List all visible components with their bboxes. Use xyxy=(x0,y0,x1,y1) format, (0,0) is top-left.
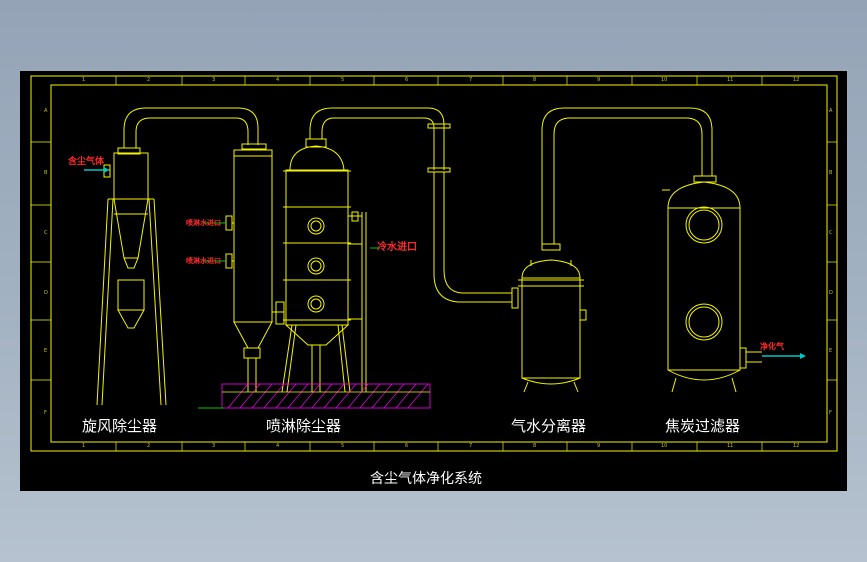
frame-tick-bottom-10: 10 xyxy=(661,443,668,449)
frame-tick-4: 4 xyxy=(276,77,280,83)
frame-tick-bottom-5: 5 xyxy=(341,443,345,449)
pipe-cyclone-to-scrubber xyxy=(123,107,259,148)
frame-letter-b: B xyxy=(44,170,48,176)
label-separator: 气水分离器 xyxy=(511,417,587,435)
frame-tick-7: 7 xyxy=(469,77,473,83)
frame-tick-bottom-7: 7 xyxy=(469,443,473,449)
outlet-arrow xyxy=(762,353,806,359)
frame-tick-9: 9 xyxy=(597,77,601,83)
pipe-scrubber-to-separator xyxy=(309,107,445,170)
frame-letter-c: C xyxy=(44,230,48,236)
frame-tick-2: 2 xyxy=(147,77,151,83)
frame-tick-3: 3 xyxy=(212,77,216,83)
water-inlet-label: 冷水进口 xyxy=(377,242,417,253)
frame-letter-d: D xyxy=(44,290,48,296)
frame-tick-bottom-1: 1 xyxy=(82,443,86,449)
frame-letter-d-right: D xyxy=(829,290,833,296)
frame-tick-1: 1 xyxy=(82,77,86,83)
frame-tick-5: 5 xyxy=(341,77,345,83)
frame-tick-11: 11 xyxy=(727,77,734,83)
gas-water-separator xyxy=(518,243,587,393)
drawing-title: 含尘气体净化系统 xyxy=(370,471,482,487)
frame-tick-bottom-2: 2 xyxy=(147,443,151,449)
frame-tick-10: 10 xyxy=(661,77,668,83)
frame-tick-bottom-11: 11 xyxy=(727,443,734,449)
frame-tick-bottom-8: 8 xyxy=(533,443,537,449)
inlet-arrow xyxy=(84,167,109,173)
coke-filter xyxy=(662,175,762,393)
frame-letter-b-right: B xyxy=(829,170,833,176)
inlet-label: 含尘气体 xyxy=(68,157,105,167)
frame-letter-a: A xyxy=(44,108,48,114)
cyclone-separator xyxy=(96,147,167,406)
label-spray-scrubber: 喷淋除尘器 xyxy=(266,417,342,435)
frame-letter-c-right: C xyxy=(829,230,833,236)
frame-tick-6: 6 xyxy=(405,77,409,83)
frame-letter-f: F xyxy=(44,410,47,416)
label-coke-filter: 焦炭过滤器 xyxy=(665,417,741,435)
frame-tick-bottom-3: 3 xyxy=(212,443,216,449)
outlet-label: 净化气 xyxy=(760,342,784,351)
spray-inlet-label-2: 喷淋水进口 xyxy=(186,257,221,265)
frame-letter-a-right: A xyxy=(829,108,833,114)
spray-tower xyxy=(281,138,367,393)
inner-frame xyxy=(50,84,828,443)
frame-letter-e-right: E xyxy=(829,348,833,354)
spray-inlet-label-1: 喷淋水进口 xyxy=(186,219,221,227)
foundation-hatch xyxy=(198,383,431,409)
frame-tick-bottom-6: 6 xyxy=(405,443,409,449)
label-cyclone: 旋风除尘器 xyxy=(82,417,158,435)
frame-tick-12: 12 xyxy=(793,77,800,83)
frame-letter-f-right: F xyxy=(829,410,832,416)
pipe-separator-to-filter xyxy=(541,107,713,244)
frame-ticks xyxy=(31,76,837,451)
frame-tick-8: 8 xyxy=(533,77,537,83)
spray-scrubber xyxy=(225,149,273,392)
frame-tick-bottom-9: 9 xyxy=(597,443,601,449)
outer-frame xyxy=(30,75,838,452)
frame-letter-e: E xyxy=(44,348,48,354)
frame-tick-bottom-4: 4 xyxy=(276,443,280,449)
spray-inlet-arrows xyxy=(204,222,380,262)
frame-tick-bottom-12: 12 xyxy=(793,443,800,449)
